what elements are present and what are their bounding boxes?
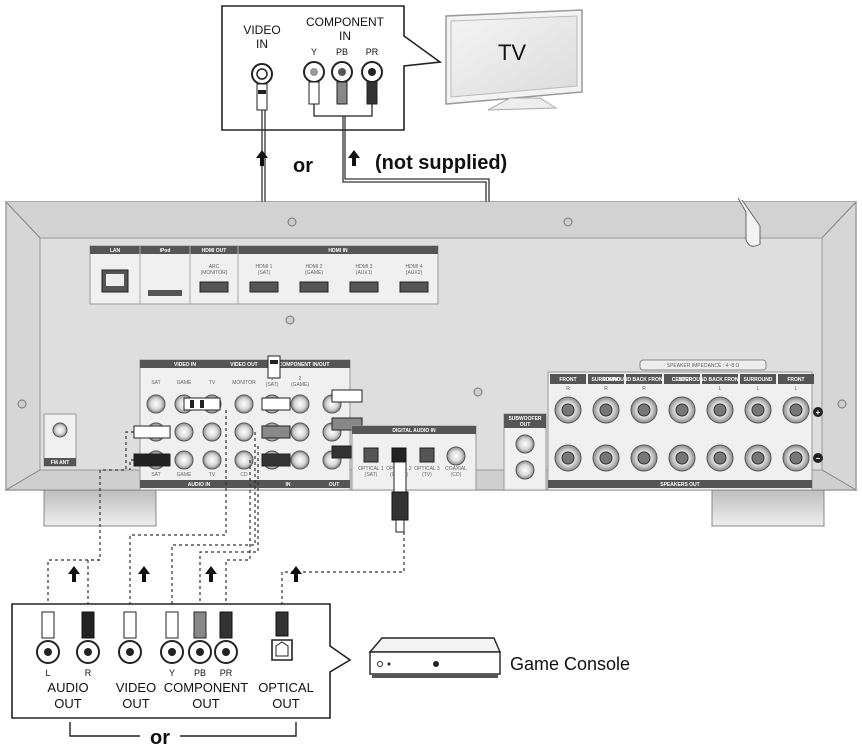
up-arrow-icon xyxy=(138,566,150,582)
ipod-label: iPod xyxy=(160,248,171,254)
audio-in-section: AUDIO IN xyxy=(188,482,211,488)
component-out-label-1: COMPONENT xyxy=(164,680,249,695)
speaker-terminal-core xyxy=(638,452,650,464)
speaker-group-label: FRONT xyxy=(787,377,804,383)
audio-l-label: L xyxy=(45,668,50,678)
component-in-label-1: COMPONENT xyxy=(306,15,385,29)
hdmi-in-label: HDMI IN xyxy=(328,248,348,254)
optical-out-label-1: OPTICAL xyxy=(258,680,314,695)
svg-text:MONITOR: MONITOR xyxy=(232,380,256,386)
jack-pb-label: PB xyxy=(336,47,348,57)
component-in-label-2: IN xyxy=(339,29,351,43)
speaker-terminal-core xyxy=(790,404,802,416)
audio-out-label-1: AUDIO xyxy=(47,680,88,695)
tv-component-jacks xyxy=(304,62,382,82)
game-console-device xyxy=(370,638,500,678)
up-arrow-icon xyxy=(256,150,268,166)
tv-callout: VIDEO IN COMPONENT IN Y PB PR xyxy=(222,6,440,130)
svg-text:GAME: GAME xyxy=(177,472,192,478)
video-out-label-1: VIDEO xyxy=(116,680,156,695)
or-label-top: or xyxy=(293,155,313,177)
speaker-side-label: L xyxy=(757,386,760,392)
svg-text:SAT: SAT xyxy=(151,472,160,478)
component-inout-section: COMPONENT IN/OUT xyxy=(279,362,330,368)
tv-label: TV xyxy=(498,40,526,65)
svg-text:TV: TV xyxy=(209,472,216,478)
up-arrow-icon xyxy=(290,566,302,582)
speaker-terminal-core xyxy=(600,404,612,416)
tv-illustration: TV xyxy=(446,10,582,110)
video-in-label-2: IN xyxy=(256,37,268,51)
speaker-side-label: L xyxy=(719,386,722,392)
minus-icon: − xyxy=(816,454,821,463)
console-callout: L R Y PB PR AUDIO OUT VIDEO OUT COMPONEN… xyxy=(12,604,350,748)
tv-video-jack xyxy=(252,64,272,84)
speaker-terminal-core xyxy=(562,404,574,416)
up-arrow-icon xyxy=(68,566,80,582)
video-in-label-1: VIDEO xyxy=(243,23,280,37)
svg-text:(SAT): (SAT) xyxy=(258,270,271,276)
speaker-side-label: L xyxy=(795,386,798,392)
svg-text:(GAME): (GAME) xyxy=(291,382,309,388)
speaker-side-label: R xyxy=(566,386,570,392)
speaker-group-label: FRONT xyxy=(559,377,576,383)
svg-text:(AUX1): (AUX1) xyxy=(356,270,373,276)
svg-text:CD: CD xyxy=(240,472,248,478)
speaker-side-label: R xyxy=(642,386,646,392)
speaker-terminal-core xyxy=(752,404,764,416)
lan-label: LAN xyxy=(110,248,121,254)
speaker-terminal-core xyxy=(676,452,688,464)
audio-r-label: R xyxy=(85,668,92,678)
component-out-label-2: OUT xyxy=(192,696,220,711)
ipod-port xyxy=(148,290,182,296)
up-arrow-icon xyxy=(205,566,217,582)
audio-out-label-2: OUT xyxy=(54,696,82,711)
speaker-terminal-core xyxy=(790,452,802,464)
svg-text:(TV): (TV) xyxy=(422,472,432,478)
video-in-section: VIDEO IN xyxy=(174,362,196,368)
comp-y-label: Y xyxy=(169,668,175,678)
optical-plug-receiver xyxy=(392,462,408,532)
subwoofer-label-2: OUT xyxy=(520,422,531,428)
comp-pr-label: PR xyxy=(220,668,233,678)
speaker-terminal-core xyxy=(752,452,764,464)
comp-pb-label: PB xyxy=(194,668,206,678)
optical-out-label-2: OUT xyxy=(272,696,300,711)
digital-audio-in-section: DIGITAL AUDIO IN xyxy=(392,428,436,434)
speaker-impedance-label: SPEAKER IMPEDANCE : 4~8 Ω xyxy=(667,363,740,369)
fm-ant-label: FM ANT xyxy=(51,460,70,466)
speaker-terminal-core xyxy=(638,404,650,416)
speaker-terminal-core xyxy=(676,404,688,416)
or-label-bottom: or xyxy=(150,727,170,748)
svg-text:(SAT): (SAT) xyxy=(266,382,279,388)
svg-text:(GAME): (GAME) xyxy=(305,270,323,276)
svg-text:TV: TV xyxy=(209,380,216,386)
speaker-group-label: SURROUND xyxy=(744,377,773,383)
speaker-terminal-core xyxy=(562,452,574,464)
receiver-rear-panel: LAN iPod HDMI OUT HDMI IN ARC (MONITOR) … xyxy=(6,198,856,526)
lan-port xyxy=(102,270,128,292)
video-out-label-2: OUT xyxy=(122,696,150,711)
speaker-side-label: R xyxy=(604,386,608,392)
up-arrow-icon xyxy=(348,150,360,166)
plus-icon: + xyxy=(816,408,821,417)
svg-text:GAME: GAME xyxy=(177,380,192,386)
comp-out-section: OUT xyxy=(329,482,340,488)
speakers-out-label: SPEAKERS OUT xyxy=(660,482,699,488)
svg-text:(AUX2): (AUX2) xyxy=(406,270,423,276)
speaker-terminal-core xyxy=(600,452,612,464)
jack-y-label: Y xyxy=(311,47,317,57)
svg-text:(SAT): (SAT) xyxy=(365,472,378,478)
jack-pr-label: PR xyxy=(366,47,379,57)
game-console-label: Game Console xyxy=(510,654,630,674)
video-out-section: VIDEO OUT xyxy=(230,362,258,368)
not-supplied-label: (not supplied) xyxy=(375,152,507,174)
svg-text:(CD): (CD) xyxy=(451,472,462,478)
hdmi-out-label: HDMI OUT xyxy=(202,248,227,254)
speaker-terminal-core xyxy=(714,404,726,416)
comp-in-section: IN xyxy=(286,482,291,488)
svg-text:SAT: SAT xyxy=(151,380,160,386)
svg-text:(MONITOR): (MONITOR) xyxy=(201,270,228,276)
speaker-terminal-core xyxy=(714,452,726,464)
